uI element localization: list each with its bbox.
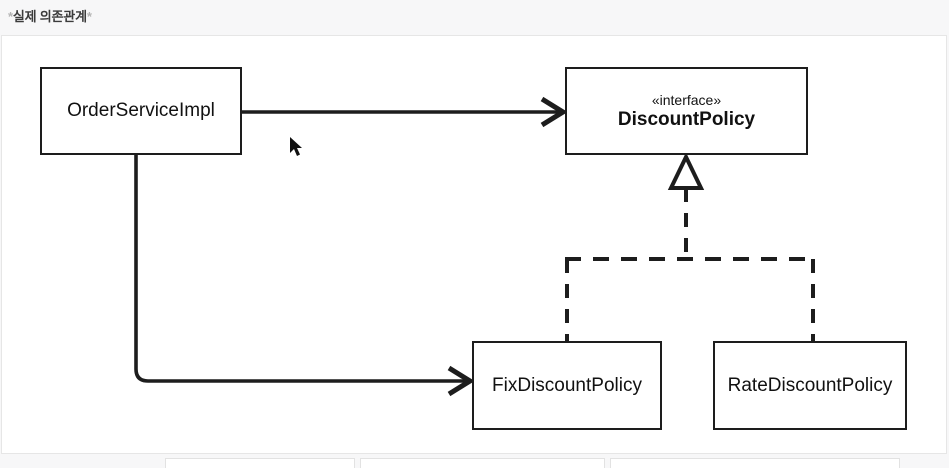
edge-dependency-order-to-fix xyxy=(134,155,475,397)
class-name-label: RateDiscountPolicy xyxy=(727,374,893,396)
stereotype-label: «interface» xyxy=(651,92,722,108)
title-text: 실제 의존관계 xyxy=(12,9,87,24)
bottom-card[interactable] xyxy=(610,458,900,468)
edge-realization-bracket xyxy=(565,152,815,341)
uml-class-rate-discount-policy[interactable]: RateDiscountPolicy xyxy=(713,341,907,430)
class-name-label: OrderServiceImpl xyxy=(67,100,215,121)
bottom-card[interactable] xyxy=(360,458,605,468)
title-suffix-marker: * xyxy=(86,9,92,24)
diagram-edges-layer xyxy=(134,96,815,397)
uml-interface-discount-policy[interactable]: «interface» DiscountPolicy xyxy=(565,67,808,155)
bottom-cards-strip xyxy=(0,456,949,468)
class-name-label: DiscountPolicy xyxy=(617,109,756,130)
class-name-label: FixDiscountPolicy xyxy=(492,374,642,396)
uml-class-diagram: OrderServiceImpl «interface» DiscountPol… xyxy=(2,36,946,453)
edge-dependency-order-to-interface xyxy=(242,96,568,128)
bottom-card[interactable] xyxy=(165,458,355,468)
uml-class-fix-discount-policy[interactable]: FixDiscountPolicy xyxy=(472,341,662,430)
page-title: *실제 의존관계* xyxy=(8,6,92,25)
title-prefix-marker: * xyxy=(8,9,13,24)
mouse-pointer-icon xyxy=(290,137,302,156)
diagram-canvas-panel: OrderServiceImpl «interface» DiscountPol… xyxy=(1,35,947,454)
uml-class-order-service-impl[interactable]: OrderServiceImpl xyxy=(40,67,242,155)
